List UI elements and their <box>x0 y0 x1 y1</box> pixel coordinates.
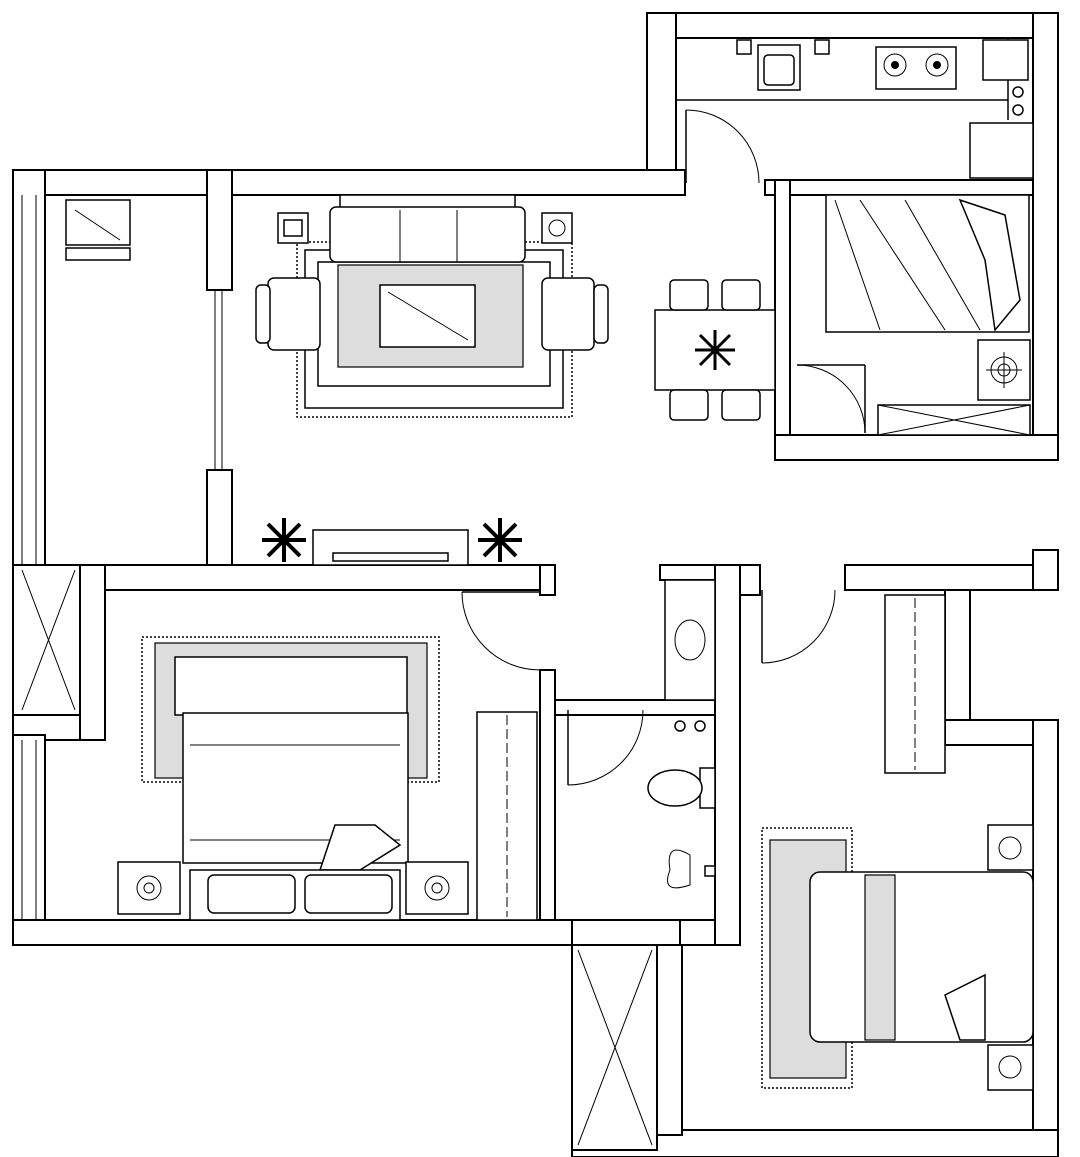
bedroom2-door-jamb <box>739 564 761 596</box>
bed-icon <box>809 871 1034 1043</box>
dining-table-icon <box>654 279 776 421</box>
tv-icon <box>65 199 131 261</box>
phone-table-icon <box>277 212 309 244</box>
bathroom <box>647 579 716 889</box>
balcony-top-wall <box>571 919 681 946</box>
tv-cabinet-icon <box>312 529 469 566</box>
bedroom2-wall-bump <box>1032 549 1059 591</box>
rug-icon <box>296 241 573 418</box>
bathroom-left-wall <box>539 669 556 921</box>
dining-partition-wall <box>774 179 791 441</box>
plant-icon <box>695 330 735 370</box>
washbasin-icon <box>664 579 716 701</box>
chair-icon <box>721 389 761 421</box>
bedroom2-right-wall <box>1032 719 1059 1157</box>
plant-icon <box>262 518 306 562</box>
doors <box>461 109 866 786</box>
master-bedroom-left-wall-upper <box>79 564 106 741</box>
bathroom-right-wall <box>714 564 741 946</box>
stove-icon <box>875 46 957 90</box>
bed-icon <box>182 712 409 921</box>
cabinet-icon <box>877 404 1031 436</box>
chair-icon <box>669 279 709 311</box>
kitchen-dining-wall <box>764 179 1034 196</box>
cabinet-icon <box>969 122 1034 179</box>
kitchen <box>676 38 1034 179</box>
lamp-icon <box>977 339 1031 401</box>
fridge-icon <box>982 39 1029 81</box>
lamp-icon <box>987 1044 1034 1091</box>
partition-wall-upper <box>206 169 233 291</box>
master-bedroom-top-wall <box>79 564 556 591</box>
kitchen-top-wall <box>646 12 1059 39</box>
chair-icon <box>669 389 709 421</box>
shower-icon <box>667 849 716 889</box>
wardrobe-icon <box>884 594 946 774</box>
living-top-wall <box>12 169 686 196</box>
partition-wall-lower <box>206 469 233 566</box>
kitchen-right-wall <box>1032 12 1059 461</box>
master-bedroom <box>117 636 538 921</box>
left-outer-wall <box>12 169 46 566</box>
master-bedroom-left-wall <box>12 734 46 946</box>
toilet-icon <box>647 767 716 809</box>
lamp-icon <box>117 861 181 915</box>
door-icon[interactable] <box>761 589 836 664</box>
lamp-icon <box>405 861 469 915</box>
door-icon[interactable] <box>567 709 644 786</box>
chair-icon <box>721 279 761 311</box>
utility-bottom-wall <box>774 434 1059 461</box>
door-jamb <box>539 564 556 596</box>
bedroom2-left-wall <box>656 944 683 1136</box>
bathroom-inner-wall <box>554 699 716 716</box>
window-left <box>12 564 82 716</box>
sofa-icon <box>329 194 526 263</box>
kitchen-left-wall <box>646 12 677 184</box>
armchair-icon <box>541 277 609 351</box>
living-room <box>65 194 776 566</box>
second-bedroom <box>761 594 1034 1091</box>
lamp-icon <box>541 212 573 244</box>
door-icon[interactable] <box>796 364 866 434</box>
door-icon[interactable] <box>685 109 760 184</box>
wardrobe-icon <box>476 711 538 921</box>
plant-icon <box>478 518 522 562</box>
bedroom2-top-wall <box>844 564 1059 591</box>
walls <box>12 12 1059 1157</box>
utility-room <box>825 194 1031 436</box>
armchair-icon <box>255 277 321 351</box>
door-icon[interactable] <box>461 591 541 671</box>
lamp-icon <box>987 824 1034 871</box>
